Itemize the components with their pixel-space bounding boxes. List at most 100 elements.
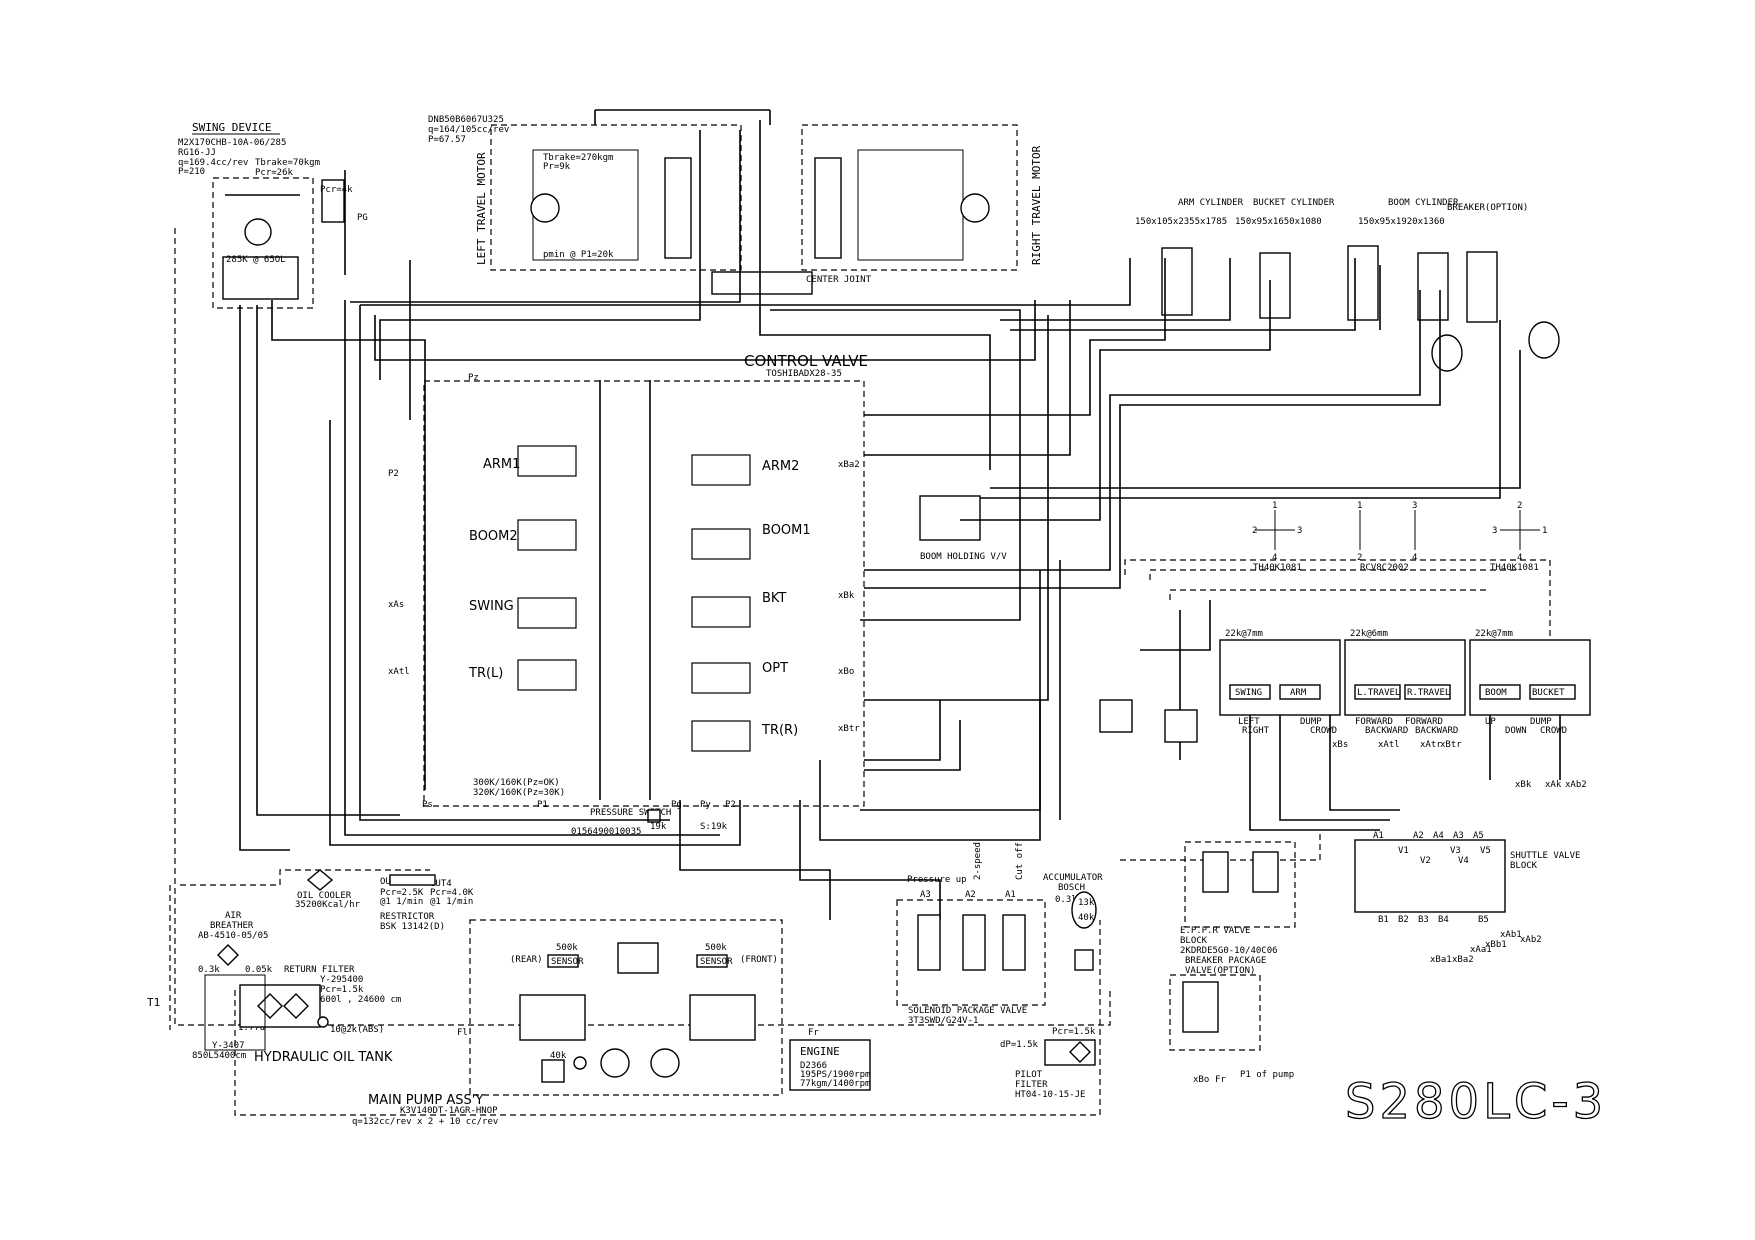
eppr-label-2: BLOCK [1180,936,1208,946]
accumulator-p1: 13k [1078,898,1095,908]
rcv-dir-fwd-l: FORWARD [1355,717,1393,727]
pilot-filter-part: HT04-10-15-JE [1015,1090,1085,1100]
swing-device-displacement: q=169.4cc/rev [178,158,248,168]
spool-tr-right-label: TR(R) [761,723,798,738]
rcv-arm-label: ARM [1290,688,1307,698]
shuttle-v5: V5 [1480,846,1491,856]
rcv-port-xatl: xAtl [1378,740,1400,750]
breaker-port-fr: Fr [1215,1075,1226,1085]
restrictor-part: BSK 13142(D) [380,922,445,932]
rcv-left-rating: 22k@7mm [1225,629,1263,639]
shuttle-xab1: xAb1 [1500,930,1522,940]
solenoid-port-a3: A3 [920,890,931,900]
eppr-frame [1184,841,1296,928]
rear-pump-symbol [600,1048,630,1078]
rcv-pedal-n1: 1 [1357,501,1362,511]
solenoid-label-pressure-up: Pressure up [907,875,967,885]
front-sensor [696,954,728,968]
arm-cylinder-size: 150x105x2355x1785 [1135,217,1227,227]
solenoid-a3 [917,914,941,971]
return-filter-label: RETURN FILTER [284,965,355,975]
eppr-label-1: E.P.P.R VALVE [1180,926,1250,936]
rcv-left-block [1219,639,1341,716]
shuttle-a4: A4 [1433,831,1444,841]
oil-cooler-out-2: OUT4 [430,879,452,889]
shuttle-b1: B1 [1378,915,1389,925]
oil-cooler-flow1: @1 1/min [380,897,423,907]
shuttle-v2: V2 [1420,856,1431,866]
shuttle-xbb1: xBb1 [1485,940,1507,950]
rcv-dir-right: RIGHT [1242,726,1270,736]
solenoid-package-label: SOLENOID PACKAGE VALVE [908,1006,1027,1016]
oil-cooler-rating: 35200Kcal/hr [295,900,361,910]
main-relief-2: 320K/160K(Pz=30K) [473,788,565,798]
solenoid-port-a2: A2 [965,890,976,900]
air-breather-label-1: AIR [225,911,242,921]
return-filter-indicator: 10@2k(ABS) [330,1025,384,1035]
spool-arm2-label: ARM2 [762,459,799,474]
rcv-right-n2: 2 [1517,501,1522,511]
spool-bkt-label: BKT [762,591,786,606]
solenoid-label-2speed: 2-speed [973,842,983,880]
rcv-left-model: TH40K1081 [1253,563,1302,573]
rcv-pedal-n2: 2 [1357,553,1362,563]
rear-label: (REAR) [510,955,543,965]
pump-fr: Fr [808,1028,819,1038]
port-xba1: P2 [388,469,399,479]
spool-tr-right [691,720,751,752]
shuttle-v3: V3 [1450,846,1461,856]
engine-torque: 77kgm/1400rpm [800,1079,870,1089]
return-filter-part: Y-295400 [320,975,363,985]
eppr-part: 2KDRDE5G0-10/40C06 [1180,946,1278,956]
breaker-package-label-2: VALVE(OPTION) [1185,966,1255,976]
tank-outline [204,974,266,1051]
tank-part: Y-3407 [212,1041,245,1051]
main-pump-displacement: q=132cc/rev x 2 + 10 cc/rev [352,1117,498,1127]
main-relief-1: 300K/160K(Pz=OK) [473,778,560,788]
swing-device-model: M2X170CHB-10A-06/285 [178,138,286,148]
left-travel-motor-label: LEFT TRAVEL MOTOR [475,152,488,265]
air-breather-part: AB-4510-05/05 [198,931,268,941]
front-pump-symbol [650,1048,680,1078]
left-travel-pr: Pr=9k [543,162,571,172]
shuttle-v4: V4 [1458,856,1469,866]
eppr-valve-1 [1202,851,1229,893]
air-breather-p1: 0.3k [198,965,220,975]
air-breather-p2: 0.05k [245,965,273,975]
oil-cooler-pcr2: Pcr=4.0K [430,888,474,898]
rcv-safety-valve-2 [1164,709,1198,743]
center-joint-label: CENTER JOINT [806,275,872,285]
solenoid-package-part: 3T3SWD/G24V-1 [908,1016,978,1026]
rcv-port-xbk: xBk [1515,780,1532,790]
pilot-filter-element [1069,1041,1091,1063]
left-travel-motor-symbol [530,193,560,223]
tank-capacity: 850L5400cm [192,1051,246,1061]
boom-holding-valve [919,495,981,541]
restrictor-symbol [389,874,436,886]
pump-fl: Fl [457,1028,468,1038]
shuttle-b4: B4 [1438,915,1449,925]
pilot-pump-symbol [573,1056,587,1070]
rcv-left-n2: 2 [1252,526,1257,536]
spool-arm1 [517,445,577,477]
rcv-port-xatr: xAtr [1420,740,1442,750]
rcv-left-n1: 1 [1272,501,1277,511]
control-valve-frame [423,380,865,807]
shuttle-xba1: xBa1 [1430,955,1452,965]
breaker-port-p1: P1 of pump [1240,1070,1294,1080]
swing-device-tbrake: Tbrake=70kgm [255,158,320,168]
accumulator-label-1: ACCUMULATOR [1043,873,1103,883]
rear-sensor [547,954,579,968]
travel-motors: DNB50B6067U325 q=164/105cc/rev P=67.57 L… [428,109,1043,295]
right-travel-motor-inner [857,149,964,261]
arm-cylinder-label: ARM CYLINDER [1178,198,1244,208]
rcv-dir-dump-l: DUMP [1300,717,1322,727]
port-p1: P1 [537,800,548,810]
rcv-dir-dump-r: DUMP [1530,717,1552,727]
air-breather-label-2: BREATHER [210,921,254,931]
pilot-relief [541,1059,565,1083]
shuttle-valve-block: SHUTTLE VALVE BLOCK A1 A2 A4 A3 A5 V1 V2… [1354,831,1580,965]
spool-opt-label: OPT [762,661,788,676]
rcv-pedal-model: RCV8C2002 [1360,563,1409,573]
spool-swing-label: SWING [469,599,514,614]
